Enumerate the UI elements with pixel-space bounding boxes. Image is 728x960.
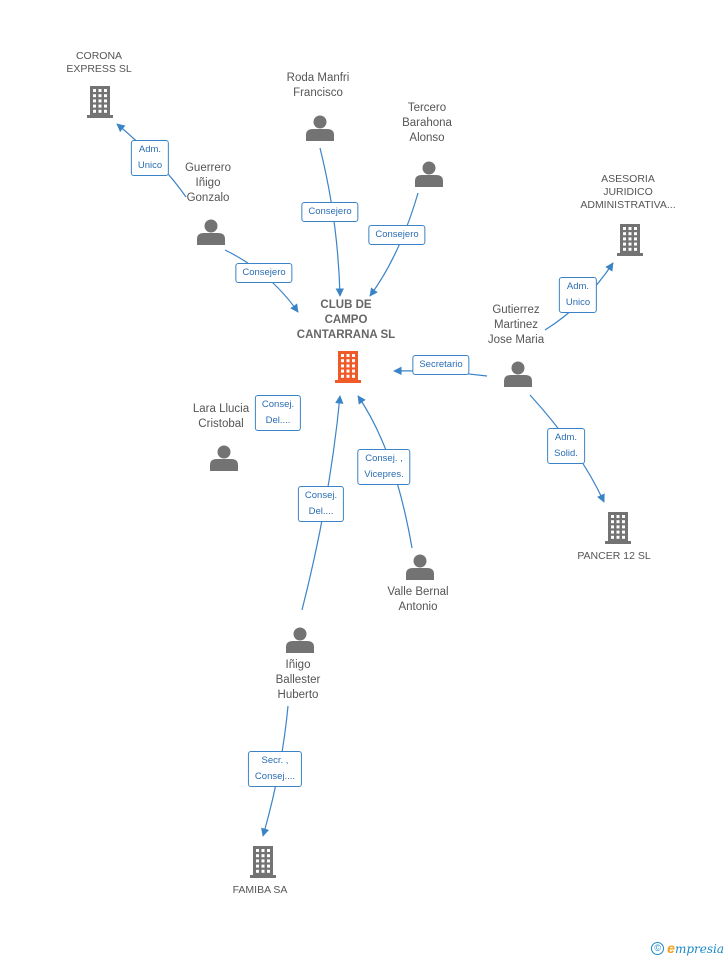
- brand-logo: empresia: [667, 940, 724, 956]
- node-label-central: CLUB DE CAMPO CANTARRANA SL: [296, 299, 396, 341]
- node-label-tercero: Tercero Barahona Alonso: [402, 102, 452, 144]
- node-label-roda: Roda Manfri Francisco: [286, 72, 350, 99]
- edge-label-tercero-central[interactable]: Consejero: [368, 225, 426, 245]
- node-pancer-building-icon[interactable]: [605, 512, 631, 544]
- edge-label-valle-central[interactable]: Consej. , Vicepres.: [357, 449, 411, 485]
- edge-label-roda-central[interactable]: Consejero: [301, 202, 359, 222]
- node-tercero-person-icon[interactable]: [415, 161, 443, 188]
- node-label-gutierrez: Gutierrez Martinez Jose Maria: [487, 304, 545, 346]
- node-gutierrez-person-icon[interactable]: [504, 361, 532, 388]
- node-label-asesoria: ASESORIA JURIDICO ADMINISTRATIVA...: [580, 173, 676, 211]
- node-label-corona: CORONA EXPRESS SL: [66, 50, 132, 75]
- edge-label-gutierrez-central[interactable]: Secretario: [412, 355, 470, 375]
- edge-label-gutierrez-asesoria[interactable]: Adm. Unico: [558, 277, 598, 313]
- edge-label-guerrero-corona[interactable]: Adm. Unico: [130, 140, 170, 176]
- edge-label-inigo-famiba[interactable]: Secr. , Consej....: [247, 751, 303, 787]
- node-central-building-icon[interactable]: [335, 351, 361, 383]
- node-label-pancer: PANCER 12 SL: [577, 550, 651, 562]
- edge-tercero-central: [369, 192, 419, 297]
- node-roda-person-icon[interactable]: [306, 115, 334, 142]
- node-corona-building-icon[interactable]: [87, 86, 113, 118]
- node-label-valle: Valle Bernal Antonio: [387, 586, 449, 613]
- edge-label-guerrero-central[interactable]: Consejero: [235, 263, 293, 283]
- node-label-inigo: Iñigo Ballester Huberto: [275, 659, 321, 701]
- node-label-lara: Lara Llucia Cristobal: [192, 403, 250, 430]
- edge-label-lara-central[interactable]: Consej. Del....: [254, 395, 302, 431]
- edge-label-gutierrez-pancer[interactable]: Adm. Solid.: [547, 428, 585, 464]
- footer-brand: © empresia: [651, 940, 724, 956]
- node-lara-person-icon[interactable]: [210, 445, 238, 472]
- node-label-famiba: FAMIBA SA: [232, 884, 288, 896]
- node-asesoria-building-icon[interactable]: [617, 224, 643, 256]
- node-inigo-person-icon[interactable]: [286, 627, 314, 654]
- copyright-icon: ©: [651, 941, 665, 955]
- edge-label-inigo-central[interactable]: Consej. Del....: [297, 486, 345, 522]
- node-guerrero-person-icon[interactable]: [197, 219, 225, 246]
- node-famiba-building-icon[interactable]: [250, 846, 276, 878]
- node-valle-person-icon[interactable]: [406, 554, 434, 581]
- node-label-guerrero: Guerrero Iñigo Gonzalo: [184, 162, 232, 204]
- edge-roda-central: [319, 147, 344, 297]
